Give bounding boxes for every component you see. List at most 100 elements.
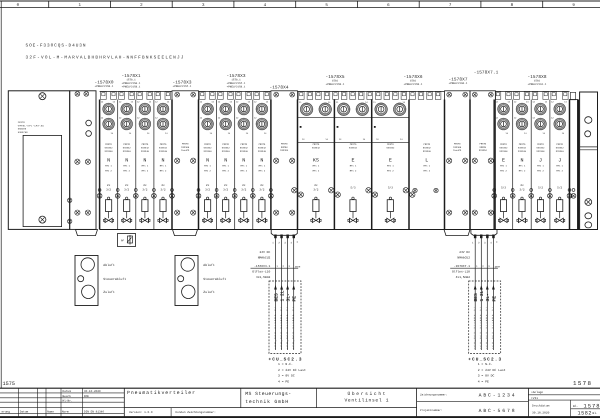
svg-text:+PNEU/2159.1: +PNEU/2159.1 <box>404 83 423 86</box>
svg-text:4: 4 <box>264 3 267 8</box>
svg-text:Zeichnungsnummer:: Zeichnungsnummer: <box>420 394 447 397</box>
svg-text:533342: 533342 <box>518 147 527 150</box>
svg-text:+PNEU/2160.1: +PNEU/2160.1 <box>449 82 468 85</box>
svg-text:4: 4 <box>291 242 293 245</box>
svg-text:2x: 2x <box>260 184 264 187</box>
svg-text:-1578X3: -1578X3 <box>226 74 245 79</box>
svg-text:1578: 1578 <box>584 403 600 409</box>
svg-text:+PNEU/2158.1: +PNEU/2158.1 <box>227 86 246 89</box>
svg-text:12: 12 <box>514 101 517 104</box>
svg-text:3L-: 3L- <box>286 293 292 302</box>
svg-text:RTs 1: RTs 1 <box>500 164 507 167</box>
svg-text:Übersicht: Übersicht <box>348 391 386 397</box>
svg-text:FESTO: FESTO <box>424 143 431 146</box>
svg-text:1 2L+: 1 2L+ <box>280 287 286 301</box>
svg-text:FESTO: FESTO <box>204 143 211 146</box>
svg-text:2x: 2x <box>314 184 318 187</box>
svg-text:ABC-5678: ABC-5678 <box>479 408 515 414</box>
svg-text:14: 14 <box>328 101 331 104</box>
svg-text:RTs 1: RTs 1 <box>519 164 526 167</box>
svg-text:14: 14 <box>325 138 328 141</box>
svg-text:2: 2 <box>140 3 143 8</box>
svg-text:533348: 533348 <box>258 150 267 153</box>
svg-text:RTs 2: RTs 2 <box>241 169 248 172</box>
svg-text:533342: 533342 <box>159 147 168 150</box>
svg-text:FESTO: FESTO <box>537 143 544 146</box>
svg-text:5MZGU: 5MZGU <box>281 146 288 149</box>
svg-text:12: 12 <box>155 101 158 104</box>
svg-text:533342: 533342 <box>556 147 565 150</box>
svg-text:3/2: 3/2 <box>223 187 228 191</box>
svg-text:+PNEU/2157.1: +PNEU/2157.1 <box>173 85 192 88</box>
svg-text:1582: 1582 <box>578 411 592 417</box>
svg-text:NMAbCU2: NMAbCU2 <box>258 256 271 260</box>
svg-text:12: 12 <box>339 138 342 141</box>
svg-text:1 = N.C.: 1 = N.C. <box>278 362 293 366</box>
svg-text:Abluft: Abluft <box>203 263 215 267</box>
svg-text:GNYE: GNYE <box>295 265 301 268</box>
svg-text:N: N <box>125 157 128 163</box>
svg-text:RTs 2: RTs 2 <box>537 169 544 172</box>
svg-text:E: E <box>351 157 354 163</box>
svg-text:533348: 533348 <box>518 150 527 153</box>
svg-text:1581: 1581 <box>534 80 541 83</box>
svg-text:30.10.2020: 30.10.2020 <box>84 390 101 393</box>
svg-text:5303790: 5303790 <box>18 131 28 134</box>
svg-text:5/3: 5/3 <box>388 185 393 189</box>
svg-text:14: 14 <box>230 101 233 104</box>
svg-text:4x1,5mm2: 4x1,5mm2 <box>256 276 271 279</box>
svg-text:533342: 533342 <box>500 147 509 150</box>
svg-text:14: 14 <box>400 138 403 141</box>
svg-text:+CU_SC2.3/19RA.3/: +CU_SC2.3/19RA.3/ <box>280 306 283 349</box>
svg-text:1: 1 <box>476 265 478 268</box>
svg-text:RTs 2: RTs 2 <box>123 169 130 172</box>
svg-text:3/2: 3/2 <box>142 187 147 191</box>
svg-text:RTs 1: RTs 1 <box>204 164 211 167</box>
svg-text:RTs 2: RTs 2 <box>105 169 112 172</box>
svg-text:RTs 2: RTs 2 <box>313 169 320 172</box>
svg-text:12: 12 <box>218 117 221 120</box>
svg-text:3/2: 3/2 <box>519 187 524 191</box>
svg-text:Ventilinsel 1: Ventilinsel 1 <box>345 397 389 403</box>
svg-text:14: 14 <box>543 132 546 135</box>
svg-text:-1578X8: -1578X8 <box>527 75 546 80</box>
svg-text:2x: 2x <box>143 184 147 187</box>
svg-text:12: 12 <box>236 101 239 104</box>
svg-text:FESTO: FESTO <box>500 143 507 146</box>
svg-text:FESTO: FESTO <box>519 143 526 146</box>
svg-text:1575: 1575 <box>3 381 15 387</box>
svg-text:11: 11 <box>299 101 302 104</box>
svg-text:1: 1 <box>276 265 278 268</box>
svg-text:2x: 2x <box>161 184 165 187</box>
svg-text:1578.1: 1578.1 <box>231 79 241 82</box>
svg-text:30.10.2020: 30.10.2020 <box>532 411 550 414</box>
svg-text:32F-VOL-M-MARVALBHBHRVLAH-NNFF: 32F-VOL-M-MARVALBHBHRVLAH-NNFFBNKSEELENJ… <box>26 56 184 61</box>
svg-text:533348: 533348 <box>537 150 546 153</box>
svg-text:RTs 1: RTs 1 <box>350 164 357 167</box>
svg-text:12: 12 <box>137 101 140 104</box>
svg-text:12: 12 <box>376 138 379 141</box>
svg-text:12: 12 <box>495 101 498 104</box>
svg-text:4x1,5mm2: 4x1,5mm2 <box>456 276 471 279</box>
svg-text:Name: Name <box>47 411 54 414</box>
svg-text:5/3: 5/3 <box>350 185 355 189</box>
svg-text:24V DC: 24V DC <box>259 251 270 254</box>
svg-text:+CU_SC2.3/19RA.3/: +CU_SC2.3/19RA.3/ <box>486 306 489 349</box>
svg-text:Bl.: Bl. <box>593 411 598 415</box>
svg-text:=Anlage: =Anlage <box>531 390 543 394</box>
svg-text:14: 14 <box>210 132 213 135</box>
svg-text:DIN EN 81346: DIN EN 81346 <box>84 411 104 414</box>
svg-text:Datum: Datum <box>63 390 72 393</box>
svg-text:533368: 533368 <box>453 146 462 149</box>
svg-text:E: E <box>389 157 392 163</box>
svg-text:533342: 533342 <box>204 147 213 150</box>
svg-text:DOE: DOE <box>84 395 89 398</box>
svg-text:12: 12 <box>101 101 104 104</box>
svg-text:12: 12 <box>155 117 158 120</box>
svg-text:RTs 1: RTs 1 <box>424 164 431 167</box>
svg-text:1: 1 <box>472 242 474 245</box>
svg-text:12: 12 <box>254 117 257 120</box>
svg-text:3/2: 3/2 <box>124 187 129 191</box>
svg-text:14: 14 <box>266 101 269 104</box>
svg-text:FESTO: FESTO <box>160 143 167 146</box>
